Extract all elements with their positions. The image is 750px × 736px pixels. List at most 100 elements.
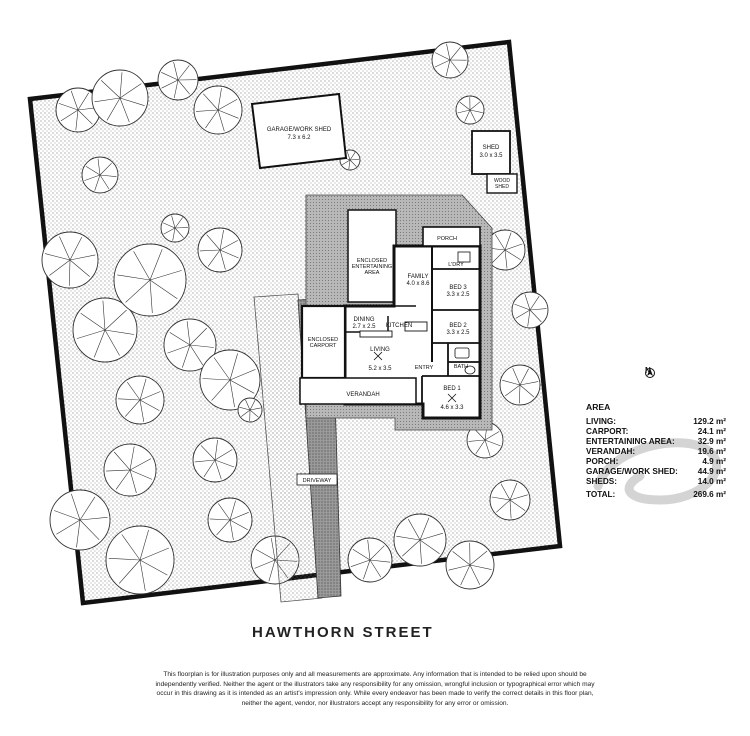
tree-branch bbox=[182, 344, 191, 368]
tree-branch bbox=[529, 309, 542, 323]
tree-branch bbox=[76, 329, 106, 339]
tree-branch bbox=[203, 459, 216, 478]
tree-branch bbox=[445, 59, 451, 77]
tree-branch bbox=[519, 381, 539, 386]
tree-branch bbox=[69, 254, 96, 261]
tree-branch bbox=[254, 559, 276, 569]
tree-branch bbox=[249, 409, 259, 418]
tree-branch bbox=[59, 236, 71, 261]
tree-branch bbox=[457, 109, 471, 114]
tree-branch bbox=[104, 329, 135, 335]
area-row-label: ENTERTAINING AREA: bbox=[586, 437, 675, 446]
tree-branch bbox=[217, 98, 238, 111]
tree-branch bbox=[99, 174, 117, 177]
tree-branch bbox=[119, 97, 145, 106]
tree-branch bbox=[419, 539, 440, 554]
tree-branch bbox=[149, 249, 163, 281]
tree-branch bbox=[77, 109, 93, 125]
tree-branch bbox=[515, 309, 531, 319]
tree-branch bbox=[491, 496, 511, 501]
tree-branch bbox=[211, 379, 231, 401]
tree-branch bbox=[133, 251, 151, 281]
tree-branch bbox=[367, 539, 371, 561]
tree-branch bbox=[217, 109, 225, 132]
tree-branch bbox=[139, 559, 146, 591]
tree-branch bbox=[118, 559, 141, 584]
area-row: LIVING:129.2 m² bbox=[586, 417, 726, 427]
tree-branch bbox=[419, 532, 443, 541]
tree-branch bbox=[121, 534, 141, 561]
tree-branch bbox=[174, 217, 183, 229]
tree-branch bbox=[139, 378, 147, 401]
tree-branch bbox=[139, 399, 160, 411]
tree-branch bbox=[229, 379, 255, 394]
tree-branch bbox=[177, 79, 190, 95]
tree-branch bbox=[496, 499, 511, 513]
tree-branch bbox=[214, 459, 222, 480]
laundry-label: L'DRY bbox=[448, 262, 464, 268]
tree-branch bbox=[207, 249, 221, 267]
tree-branch bbox=[350, 559, 371, 567]
tree-branch bbox=[505, 384, 521, 397]
tree-branch bbox=[115, 469, 131, 490]
entry-label: ENTRY bbox=[415, 365, 434, 371]
tree-branch bbox=[468, 439, 486, 442]
north-label: N bbox=[645, 366, 651, 375]
area-schedule: AREA LIVING:129.2 m² CARPORT:24.1 m² ENT… bbox=[586, 402, 726, 500]
tree-branch bbox=[58, 103, 79, 111]
tree-branch bbox=[69, 259, 90, 277]
tree-branch bbox=[139, 547, 170, 561]
tree-branch bbox=[69, 236, 83, 261]
tree-branch bbox=[229, 519, 248, 531]
area-row-value: 129.2 m² bbox=[693, 417, 726, 426]
tree-branch bbox=[249, 407, 261, 411]
area-total-value: 269.6 m² bbox=[693, 490, 726, 499]
tree-branch bbox=[77, 92, 89, 111]
tree-branch bbox=[60, 109, 79, 122]
tree-branch bbox=[475, 439, 486, 454]
tree-branch bbox=[514, 303, 531, 311]
tree-branch bbox=[104, 309, 127, 331]
tree-branch bbox=[106, 469, 131, 472]
area-row: SHEDS:14.0 m² bbox=[586, 477, 726, 487]
tree-branch bbox=[202, 93, 219, 111]
tree-branch bbox=[84, 174, 101, 181]
tree-branch bbox=[202, 378, 231, 381]
tree-branch bbox=[524, 294, 531, 311]
tree-branch bbox=[219, 230, 224, 251]
entertaining-label-2: ENTERTAINING bbox=[352, 264, 392, 270]
tree-branch bbox=[500, 483, 511, 501]
tree-branch bbox=[229, 500, 236, 521]
tree-branch bbox=[129, 469, 153, 480]
tree-branch bbox=[117, 398, 141, 401]
tree-branch bbox=[119, 72, 123, 99]
tree-branch bbox=[352, 549, 371, 561]
tree-branch bbox=[419, 517, 430, 541]
tree-branch bbox=[396, 535, 421, 541]
tree-branch bbox=[529, 296, 540, 311]
area-row-value: 4.9 m² bbox=[702, 457, 726, 466]
tree-branch bbox=[363, 559, 371, 580]
tree-branch bbox=[349, 152, 356, 161]
dining-dims: 2.7 x 2.5 bbox=[352, 324, 376, 330]
tree-branch bbox=[217, 109, 239, 119]
bed1-dims: 4.6 x 3.3 bbox=[440, 405, 464, 411]
tree-branch bbox=[139, 529, 149, 561]
tree-branch bbox=[245, 399, 251, 411]
tree-branch bbox=[129, 469, 137, 494]
tree-branch bbox=[173, 62, 179, 81]
tree-branch bbox=[108, 558, 141, 561]
tree-branch bbox=[218, 503, 231, 521]
area-row-label: GARAGE/WORK SHED: bbox=[586, 467, 678, 476]
porch bbox=[422, 226, 481, 247]
tree-branch bbox=[106, 97, 121, 121]
tree-branch bbox=[129, 446, 135, 471]
wood-shed-label-2: SHED bbox=[495, 184, 509, 190]
tree-branch bbox=[97, 158, 101, 176]
tree-branch bbox=[189, 344, 204, 366]
tree-branch bbox=[79, 519, 100, 541]
tree-branch bbox=[519, 384, 521, 404]
disclaimer-text: This floorplan is for illustration purpo… bbox=[155, 671, 595, 707]
tree-branch bbox=[206, 234, 221, 251]
